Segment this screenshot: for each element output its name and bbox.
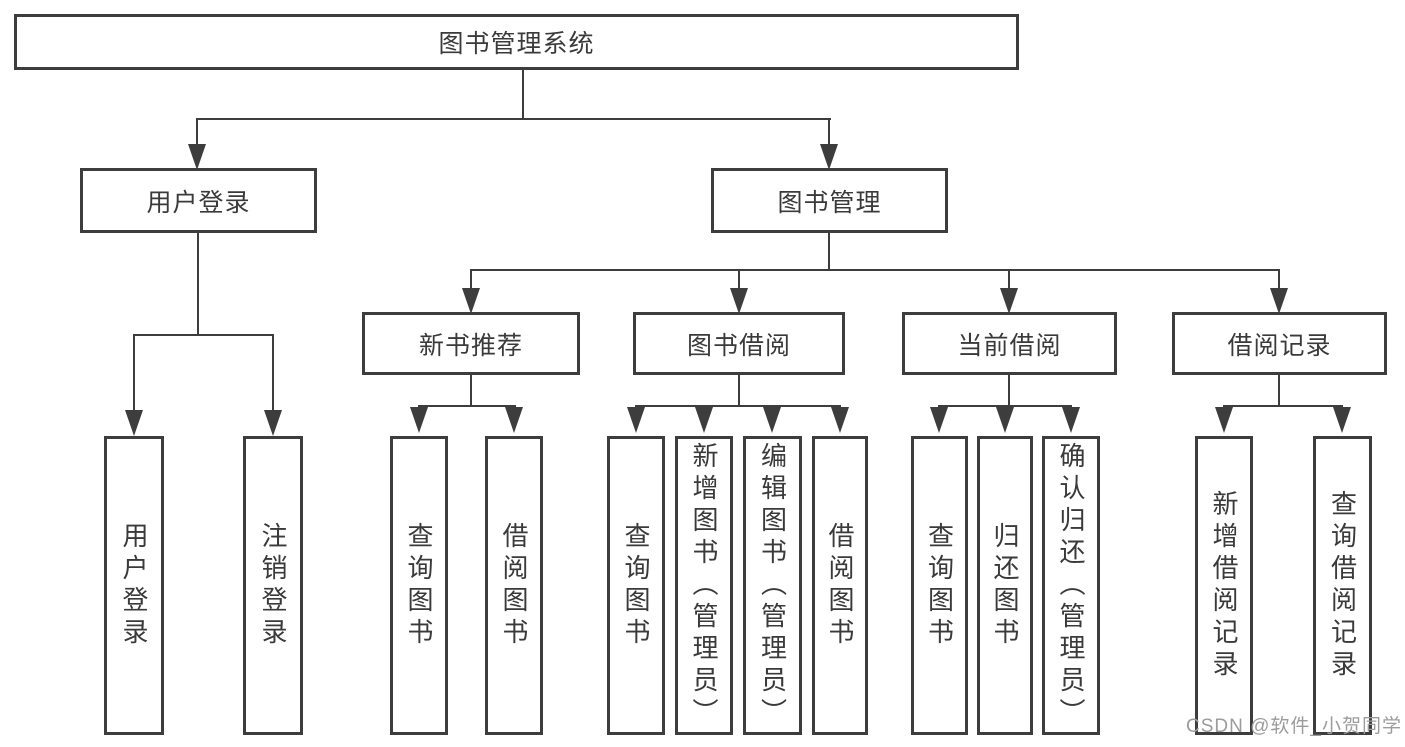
leaf-borrow-book-under-recommendation: 借阅图书 <box>485 436 543 735</box>
connector-current-borrowing-stub <box>1008 375 1010 407</box>
connector-drop-book-borrowing <box>738 269 740 290</box>
connector-drop-book-management <box>828 118 830 146</box>
arrowhead-book-management <box>820 144 838 170</box>
arrowhead-leaf-add-record <box>1215 407 1233 433</box>
node-user-login: 用户登录 <box>80 168 317 233</box>
connector-book-borrowing-stub <box>738 375 740 407</box>
connector-book-management-bar <box>470 269 1280 271</box>
arrowhead-borrowing-records <box>1270 288 1288 314</box>
arrowhead-leaf-edit-book <box>763 407 781 433</box>
connector-user-login-bar <box>133 334 274 336</box>
connector-current-borrowing-bar <box>938 405 1072 407</box>
leaf-query-book-under-current: 查询图书 <box>911 436 968 735</box>
connector-drop-new-book-rec <box>470 269 472 290</box>
connector-drop-current-borrowing <box>1008 269 1010 290</box>
connector-book-management-stub <box>828 231 830 271</box>
connector-root-stub <box>522 68 524 120</box>
node-current-borrowing: 当前借阅 <box>902 312 1117 375</box>
node-root: 图书管理系统 <box>14 14 1019 70</box>
leaf-borrow-book: 借阅图书 <box>812 436 868 735</box>
connector-borrowing-records-bar <box>1223 405 1343 407</box>
connector-new-book-rec-stub <box>470 375 472 407</box>
connector-drop-leaf-logout <box>272 334 274 412</box>
leaf-edit-book-admin: 编辑图书（管理员） <box>743 436 802 735</box>
arrowhead-leaf-query-book-2 <box>627 407 645 433</box>
arrowhead-user-login <box>188 144 206 170</box>
leaf-return-book: 归还图书 <box>977 436 1033 735</box>
leaf-confirm-return-admin: 确认归还（管理员） <box>1042 436 1100 735</box>
node-new-book-recommendation: 新书推荐 <box>362 312 580 375</box>
connector-user-login-stub <box>197 231 199 336</box>
arrowhead-current-borrowing <box>1000 288 1018 314</box>
arrowhead-leaf-query-record <box>1333 407 1351 433</box>
leaf-user-login: 用户登录 <box>104 436 164 735</box>
leaf-add-borrow-record: 新增借阅记录 <box>1195 436 1253 735</box>
connector-book-borrowing-bar <box>635 405 841 407</box>
connector-drop-user-login <box>196 118 198 146</box>
arrowhead-leaf-add-book <box>695 407 713 433</box>
leaf-query-borrow-record: 查询借阅记录 <box>1313 436 1372 735</box>
connector-new-book-rec-bar <box>418 405 516 407</box>
leaf-add-book-admin: 新增图书（管理员） <box>675 436 733 735</box>
connector-root-bar <box>197 118 831 120</box>
node-book-management: 图书管理 <box>711 168 948 233</box>
arrowhead-leaf-user-login <box>125 410 143 436</box>
csdn-watermark: CSDN @软件_小贺同学 <box>1186 716 1402 737</box>
arrowhead-leaf-confirm-return <box>1062 407 1080 433</box>
connector-drop-leaf-user-login <box>133 334 135 412</box>
arrowhead-leaf-query-book-3 <box>930 407 948 433</box>
node-borrowing-records: 借阅记录 <box>1172 312 1387 375</box>
arrowhead-leaf-query-book-1 <box>410 407 428 433</box>
arrowhead-leaf-borrow-book-1 <box>505 407 523 433</box>
arrowhead-new-book-rec <box>462 288 480 314</box>
leaf-logout: 注销登录 <box>243 436 303 735</box>
arrowhead-leaf-logout <box>264 410 282 436</box>
leaf-query-book-under-recommendation: 查询图书 <box>390 436 448 735</box>
connector-borrowing-records-stub <box>1278 375 1280 407</box>
arrowhead-leaf-borrow-book-2 <box>831 407 849 433</box>
connector-drop-borrowing-records <box>1278 269 1280 290</box>
arrowhead-leaf-return-book <box>996 407 1014 433</box>
node-book-borrowing: 图书借阅 <box>633 312 845 375</box>
arrowhead-book-borrowing <box>730 288 748 314</box>
leaf-query-book-under-borrowing: 查询图书 <box>607 436 665 735</box>
